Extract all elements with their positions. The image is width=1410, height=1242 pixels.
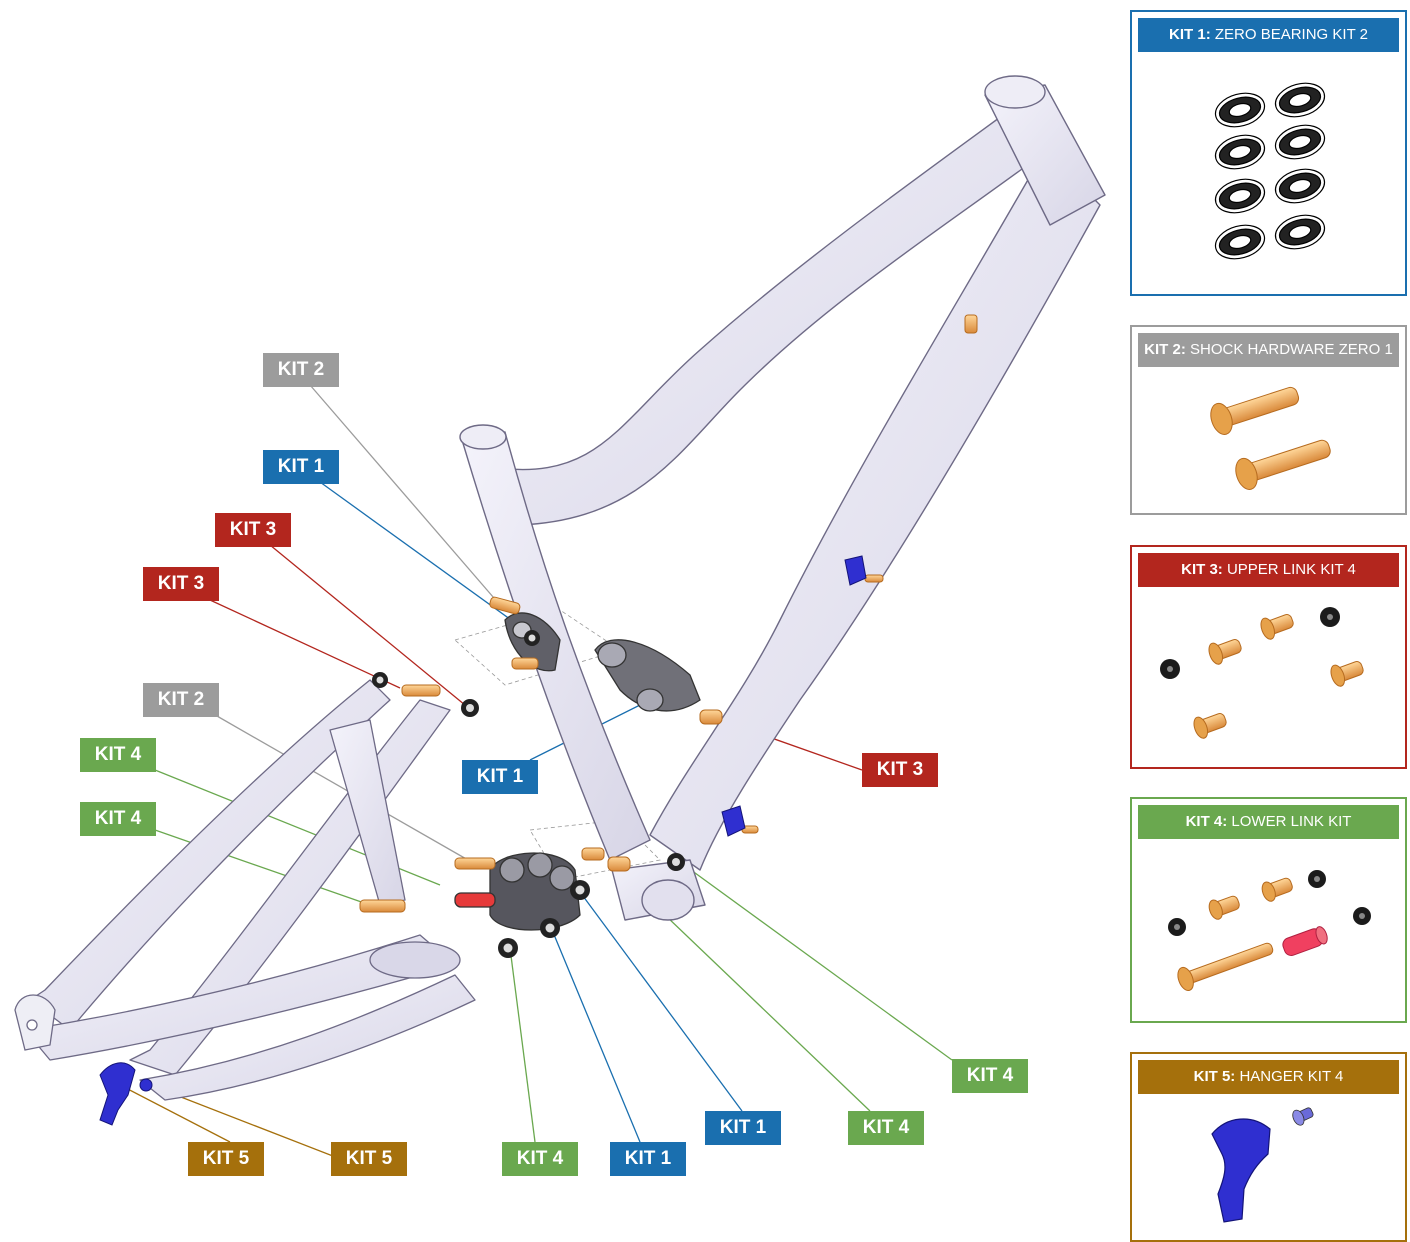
down-tube — [649, 149, 1101, 871]
callout-kit-3: KIT 3 — [862, 753, 938, 787]
cable-guide — [844, 555, 867, 586]
leader-line — [209, 599, 401, 689]
callout-kit-2: KIT 2 — [263, 353, 339, 387]
bolt — [511, 657, 539, 670]
leader-line — [269, 544, 466, 706]
blue-parts — [99, 555, 867, 1126]
derailleur-hanger-icon — [1211, 1118, 1271, 1223]
hanger-kit-illustration — [1211, 1107, 1314, 1223]
leader-line — [119, 1084, 231, 1143]
bearings — [372, 630, 685, 958]
bolt — [864, 574, 884, 583]
callout-kit-3: KIT 3 — [215, 513, 291, 547]
callout-kit-1: KIT 1 — [610, 1142, 686, 1176]
shock-hardware-illustration — [1210, 386, 1331, 490]
rocker-brace — [329, 719, 406, 906]
bearing-set-illustration — [1214, 82, 1326, 260]
callout-kit-5: KIT 5 — [188, 1142, 264, 1176]
callout-kit-4: KIT 4 — [848, 1111, 924, 1145]
bolt — [607, 856, 631, 872]
bolt — [699, 709, 723, 725]
upper-link-kit-illustration — [1160, 607, 1364, 739]
kit-panel-title: KIT 4: LOWER LINK KIT — [1138, 805, 1399, 839]
leader-line — [679, 861, 953, 1061]
callout-kit-4: KIT 4 — [502, 1142, 578, 1176]
callout-kit-1: KIT 1 — [705, 1111, 781, 1145]
lower-link-kit-illustration — [1168, 870, 1371, 991]
leader-line — [209, 711, 469, 861]
head-tube-top — [984, 75, 1046, 109]
kit-panel-5: KIT 5: HANGER KIT 4 — [1130, 1052, 1407, 1242]
leader-line — [309, 384, 501, 606]
dropouts — [14, 994, 56, 1051]
bolt — [401, 684, 441, 697]
front-triangle — [459, 75, 1106, 921]
kit-panel-1: KIT 1: ZERO BEARING KIT 2 — [1130, 10, 1407, 296]
bolt — [454, 857, 496, 870]
kit-panel-title: KIT 2: SHOCK HARDWARE ZERO 1 — [1138, 333, 1399, 367]
callout-kit-1: KIT 1 — [263, 450, 339, 484]
kit-panel-title: KIT 1: ZERO BEARING KIT 2 — [1138, 18, 1399, 52]
callout-kit-3: KIT 3 — [143, 567, 219, 601]
rear-triangle — [24, 679, 476, 1101]
kit-panel-3: KIT 3: UPPER LINK KIT 4 — [1130, 545, 1407, 769]
derailleur-hanger — [99, 1062, 136, 1126]
leader-line — [579, 891, 743, 1112]
cable-guide — [721, 805, 746, 837]
callout-kit-2: KIT 2 — [143, 683, 219, 717]
bolt — [359, 899, 406, 913]
callout-kit-1: KIT 1 — [462, 760, 538, 794]
bolt — [964, 314, 978, 334]
frame-exploded-view — [14, 75, 1106, 1159]
leader-line — [509, 947, 536, 1143]
chain-stay-right — [139, 974, 476, 1101]
kit-panel-2: KIT 2: SHOCK HARDWARE ZERO 1 — [1130, 325, 1407, 515]
leader-line — [549, 924, 641, 1143]
pivot-bolts — [359, 314, 978, 913]
kit-panel-4: KIT 4: LOWER LINK KIT — [1130, 797, 1407, 1023]
hanger-bolt — [139, 1078, 153, 1092]
bolt — [489, 596, 521, 615]
callout-kit-4: KIT 4 — [80, 802, 156, 836]
kit-panel-title: KIT 5: HANGER KIT 4 — [1138, 1060, 1399, 1094]
callout-kit-4: KIT 4 — [952, 1059, 1028, 1093]
bolt — [581, 847, 605, 861]
callout-kit-5: KIT 5 — [331, 1142, 407, 1176]
kit-panel-title: KIT 3: UPPER LINK KIT 4 — [1138, 553, 1399, 587]
seat-tube-top — [459, 424, 507, 450]
lower-link — [454, 852, 581, 931]
seat-stay-left — [29, 679, 391, 1031]
callout-kit-4: KIT 4 — [80, 738, 156, 772]
